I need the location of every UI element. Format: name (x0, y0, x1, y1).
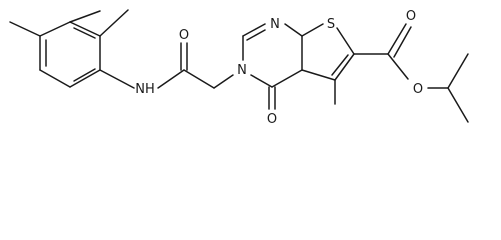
bond (271, 69, 303, 88)
bond (99, 69, 135, 89)
bond (393, 26, 412, 58)
bond (387, 23, 407, 55)
bond (447, 87, 469, 123)
bond (334, 53, 355, 81)
molecule-drawing: NH O N N S O O O (9, 9, 469, 127)
bond (447, 53, 469, 89)
bond (301, 23, 324, 37)
bond (242, 23, 266, 37)
bond (301, 69, 336, 81)
pyrimidine-nitrogen-ring-label: N (237, 63, 247, 78)
amide-nh-label: NH (135, 82, 155, 97)
bond (73, 27, 96, 39)
amide-oxygen-label: O (179, 28, 189, 43)
atom-labels: NH O N N S O O O (135, 9, 423, 127)
pyrimidine-nitrogen-top-label: N (270, 17, 280, 32)
chemical-structure-canvas: NH O N N S O O O (9, 9, 469, 127)
bond (336, 27, 355, 55)
bond-lines (9, 9, 469, 123)
bond (387, 53, 409, 80)
bond (213, 74, 234, 89)
bond (69, 69, 101, 88)
ester-carbonyl-oxygen-label: O (406, 9, 416, 24)
bond (246, 29, 266, 41)
bond (331, 54, 349, 76)
bond (69, 10, 101, 23)
thiophene-sulfur-label: S (327, 17, 335, 32)
ring-carbonyl-oxygen-label: O (267, 112, 277, 127)
bond (69, 21, 101, 37)
bond (9, 21, 41, 37)
bond (183, 69, 215, 89)
bond (39, 21, 71, 37)
bond (157, 69, 185, 89)
bond (39, 69, 71, 88)
ester-ether-oxygen-label: O (413, 82, 423, 97)
bond (73, 68, 96, 82)
bond (99, 9, 129, 37)
bond (284, 23, 303, 37)
bond (250, 74, 273, 88)
